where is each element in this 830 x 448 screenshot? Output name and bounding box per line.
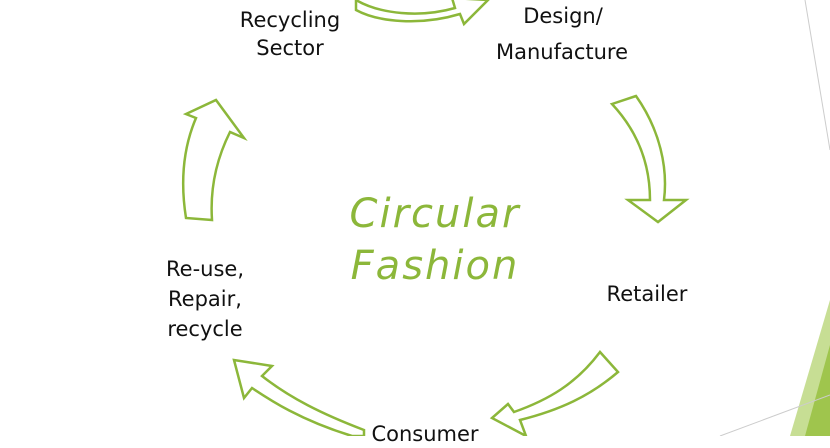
node-reuse-line1: Re-use,: [166, 257, 244, 281]
corner-line-bottom: [719, 394, 830, 436]
title-line-circular: Circular: [349, 191, 521, 237]
node-design-line1: Design/: [523, 4, 603, 28]
corner-triangle-dark: [805, 345, 830, 436]
node-recycling-line2: Sector: [256, 36, 324, 60]
slide-corner-decoration: [719, 0, 830, 436]
node-recycling-line1: Recycling: [239, 8, 341, 32]
node-design-line2: Manufacture: [495, 40, 629, 64]
arrow-retailer-to-consumer: [489, 350, 620, 436]
diagram-title: Circular Fashion: [300, 188, 570, 292]
corner-line-top: [804, 0, 830, 151]
arrow-design-to-retailer: [609, 94, 690, 224]
node-reuse-line3: recycle: [167, 317, 243, 341]
arrow-recycling-to-design: [354, 0, 490, 27]
node-recycling-sector: Recycling Sector: [228, 6, 352, 62]
node-retailer: Retailer: [606, 282, 688, 306]
title-line-fashion: Fashion: [350, 243, 520, 289]
circular-fashion-slide: Circular Fashion Recycling Sector Design…: [150, 0, 830, 446]
cycle-arrows: [182, 0, 690, 436]
arrow-consumer-to-reuse: [232, 358, 366, 436]
node-consumer: Consumer: [371, 422, 479, 446]
node-reuse-repair-recycle: Re-use, Repair, recycle: [150, 254, 260, 344]
node-reuse-line2: Repair,: [168, 287, 242, 311]
arrow-reuse-to-recycling: [182, 98, 248, 222]
